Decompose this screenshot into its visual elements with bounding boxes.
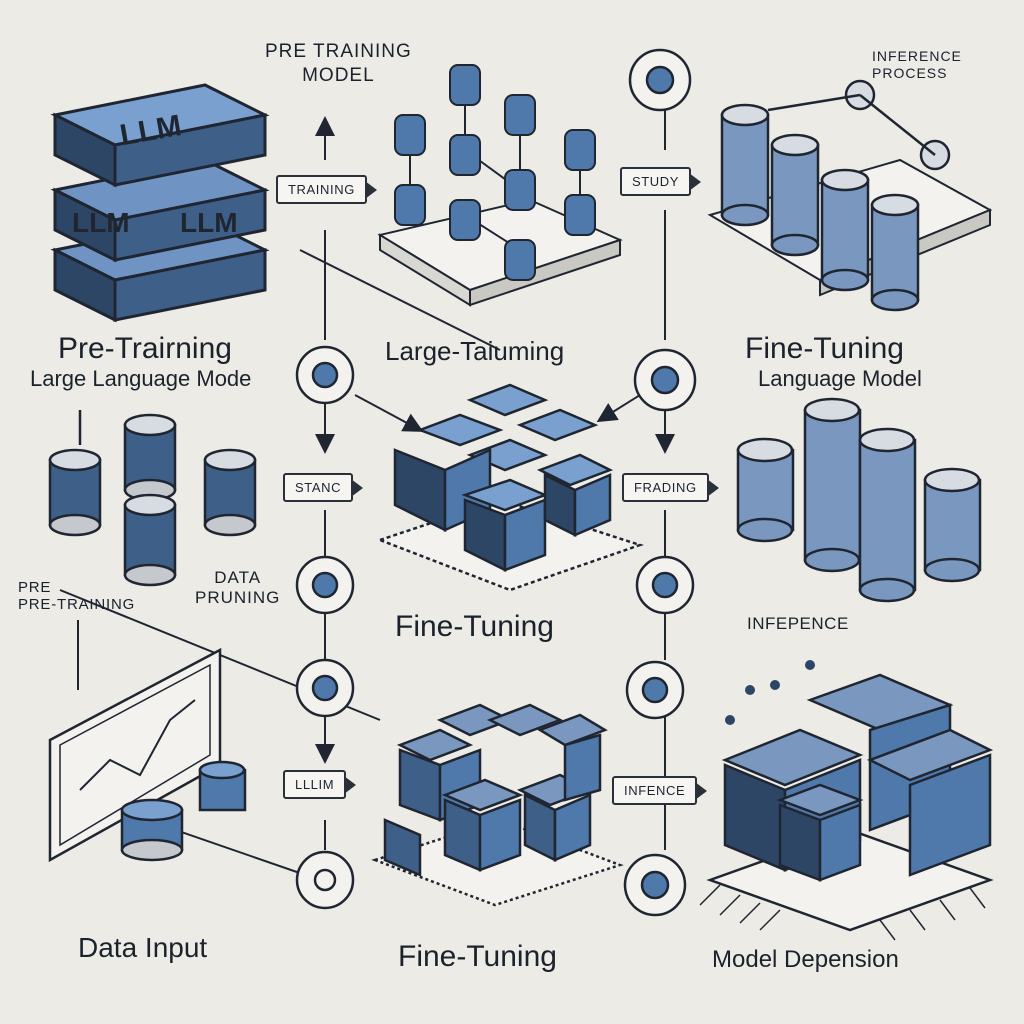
label-line: MODEL	[302, 64, 375, 86]
label-large-language-model: Large Language Mode	[30, 366, 252, 391]
tag-inference-bottom: INFENCE	[612, 776, 698, 805]
label-fine-tuning-bottom: Fine-Tuning	[398, 940, 557, 973]
data-board-illustration	[48, 647, 247, 863]
llm-block-label: LLM	[72, 207, 130, 238]
label-pre-training-small: PRE PRE-TRAINING	[18, 579, 136, 613]
tag-training-top: TRAINING	[276, 175, 367, 204]
database-cylinders-illustration	[707, 79, 993, 312]
label-language-model: Language Model	[758, 366, 922, 391]
llm-block-label: LLM	[180, 207, 238, 238]
gear-icon	[295, 658, 355, 718]
label-line: PRE TRAINING	[265, 41, 412, 62]
gear-icon	[628, 48, 692, 112]
label-line: PRUNING	[195, 588, 281, 608]
label-inference-process: INFERENCE PROCESS	[872, 48, 962, 82]
tag-llm-bottom-left: LLLIM	[283, 770, 347, 799]
tag-standard-left: STANC	[283, 473, 354, 502]
cube-cluster-center	[376, 383, 644, 592]
label-fine-tuning-top: Fine-Tuning	[745, 332, 904, 365]
gear-icon	[623, 853, 687, 917]
label-data-input: Data Input	[78, 932, 208, 963]
label-model-deployment: Model Depension	[712, 946, 899, 973]
llm-stack-illustration: LLM LLM LLM	[50, 83, 270, 323]
gear-icon	[633, 348, 697, 412]
label-line: INFERENCE	[872, 48, 962, 64]
node-network-illustration	[377, 64, 623, 307]
cube-cluster-bottom	[371, 703, 624, 907]
gear-icon	[295, 555, 355, 615]
deployment-cubes-illustration	[699, 660, 994, 941]
gear-icon	[295, 345, 355, 405]
label-data-pruning: DATA PRUNING	[195, 568, 280, 609]
label-line: DATA	[214, 568, 262, 587]
gear-icons	[295, 48, 697, 917]
gear-icon	[635, 555, 695, 615]
label-pre-training-model: PRE TRAINING MODEL	[265, 40, 412, 88]
tag-study-top-right: STUDY	[620, 167, 692, 196]
label-large-training: Large-Taiuming	[385, 336, 565, 366]
label-line: PROCESS	[872, 64, 948, 81]
label-line: PRE	[18, 579, 52, 596]
tag-training-right: FRADING	[622, 473, 709, 502]
label-fine-tuning-center: Fine-Tuning	[395, 610, 554, 643]
label-inference-right: INFEPENCE	[747, 614, 849, 633]
small-cylinders-illustration	[48, 410, 257, 587]
cylinder-grid-right	[736, 397, 982, 603]
label-line: PRE-TRAINING	[18, 595, 136, 613]
gear-icon	[295, 850, 355, 910]
label-pre-training: Pre-Trairning	[58, 332, 232, 365]
gear-icon	[625, 660, 685, 720]
